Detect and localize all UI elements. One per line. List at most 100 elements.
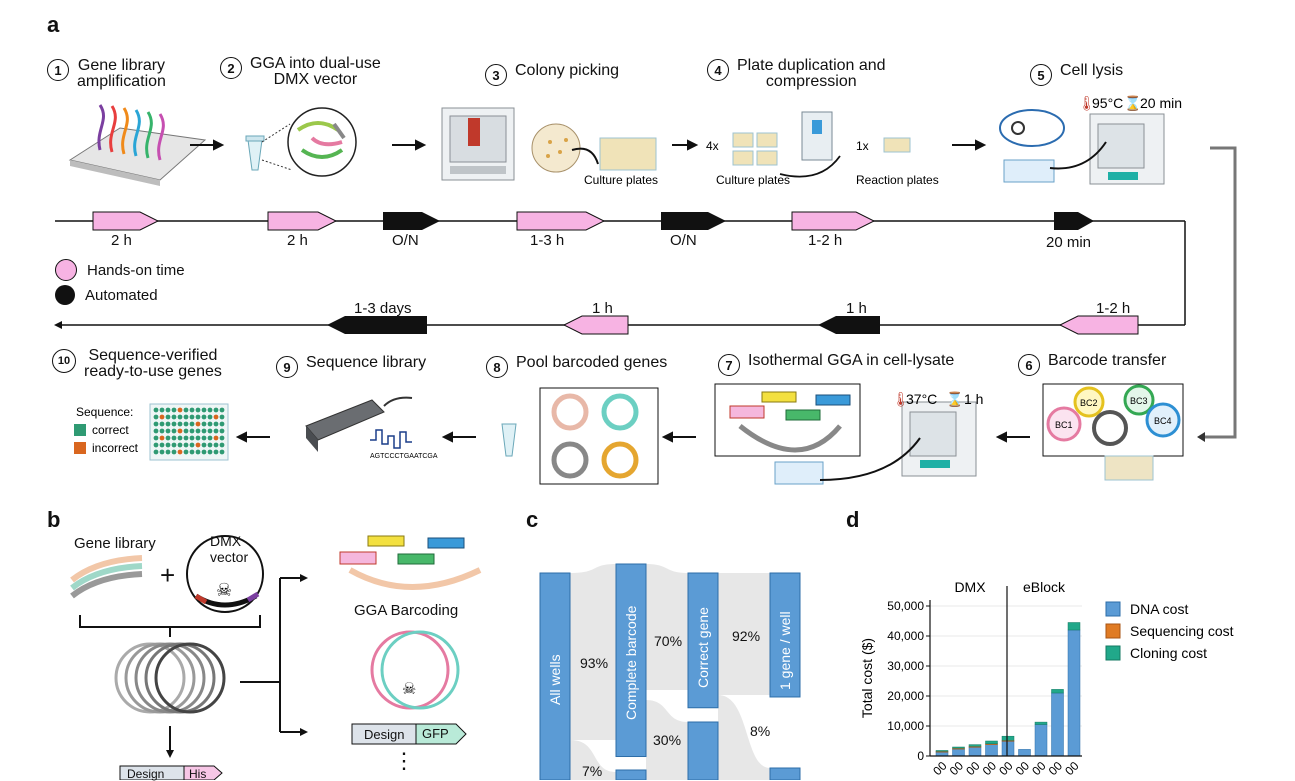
node-label-correct-gene: Correct gene [695, 607, 711, 688]
plate-well [213, 414, 219, 420]
plate-well [165, 407, 171, 413]
plate-well [153, 428, 159, 434]
step-title: GGA into dual-use [250, 55, 381, 72]
plate-well [213, 435, 219, 441]
dmx-label-line1: DMX [210, 533, 242, 549]
plate-well [183, 428, 189, 434]
step-number: 10 [52, 349, 76, 373]
step-number: 5 [1030, 64, 1052, 86]
step-number: 6 [1018, 354, 1040, 376]
plate-well [195, 421, 201, 427]
plate-well [153, 449, 159, 455]
plate-well [153, 421, 159, 427]
plate-well [207, 435, 213, 441]
plate-well [171, 428, 177, 434]
legend-swatch-sequencing [1105, 623, 1121, 639]
step-title: Sequence library [306, 354, 427, 371]
plate-well [201, 407, 207, 413]
culture-plates-label-4: Culture plates [716, 173, 790, 187]
hands-on-dot [55, 259, 77, 281]
plate-well [153, 414, 159, 420]
flow-label-70: 70% [654, 633, 682, 649]
x-tick-label: 00 [1062, 759, 1082, 779]
sankey-node-lost-gene [687, 721, 719, 780]
plate-well [177, 449, 183, 455]
flow-label-8: 8% [750, 723, 770, 739]
plate-well [219, 428, 225, 434]
legend-label-sequencing: Sequencing cost [1130, 623, 1234, 639]
sequencer-illustration [305, 396, 413, 452]
plate-duplication-illustration [732, 111, 911, 178]
step-title: Colony picking [515, 62, 620, 79]
step-8: 8 Pool barcoded genes [486, 355, 667, 378]
plate-well [189, 407, 195, 413]
step-6: 6 Barcode transfer [1018, 353, 1166, 376]
design-label-1: Design [364, 727, 405, 742]
y-tick-label: 30,000 [887, 659, 924, 673]
plate-well [177, 407, 183, 413]
panel-b-illustration: ☠ ☠ [70, 535, 482, 780]
plate-well [165, 421, 171, 427]
plate-well [195, 442, 201, 448]
sankey-node-lost-barcode [615, 769, 647, 780]
plate-well [171, 442, 177, 448]
timeline-bottom-segments [327, 315, 1139, 335]
plate-well [189, 449, 195, 455]
plate-well [177, 435, 183, 441]
dmx-vector-label: DMX vector [210, 533, 248, 565]
plate-well [219, 421, 225, 427]
plate-well [165, 435, 171, 441]
time-label: 2 h [111, 232, 132, 249]
bar-segment [985, 740, 998, 744]
plate-well [159, 435, 165, 441]
multiplier-1x: 1x [856, 139, 869, 153]
bar-segment [952, 746, 965, 749]
workflow-illustration: Culture plates 4x 1x Culture plates Reac… [54, 95, 1237, 485]
step-subtitle: DMX vector [273, 71, 358, 88]
plate-well [213, 428, 219, 434]
plate-well [207, 414, 213, 420]
step-7: 7 Isothermal GGA in cell-lysate [718, 353, 954, 376]
skull-icon: ☠ [216, 580, 232, 600]
gga-temp: 37°C [906, 391, 937, 407]
thermometer-icon: 🌡 [1078, 95, 1096, 111]
plate-well [183, 449, 189, 455]
sankey-node-one-gene-per-well [769, 572, 801, 698]
reaction-plates-label: Reaction plates [856, 173, 939, 187]
plate-well [153, 435, 159, 441]
plate-well [189, 421, 195, 427]
bar-segment [1067, 622, 1081, 631]
chart-legend: DNA cost Sequencing cost Cloning cost [1105, 601, 1234, 661]
time-label: 20 min [1046, 234, 1092, 251]
sequence-legend-title: Sequence: [76, 405, 133, 419]
gfp-tag-label: GFP [422, 726, 449, 741]
flow-label-7: 7% [582, 763, 602, 779]
step-subtitle: amplification [77, 73, 166, 90]
bar-segment [952, 748, 965, 757]
step-5: 5 Cell lysis [1030, 63, 1123, 86]
step-title: Gene library [77, 57, 166, 74]
legend-label-cloning: Cloning cost [1130, 645, 1207, 661]
step-title: Isothermal GGA in cell-lysate [748, 352, 955, 369]
legend-hands-on: Hands-on time [55, 259, 185, 281]
correct-swatch [74, 424, 86, 436]
plate-well [159, 442, 165, 448]
bar-segment [1034, 724, 1048, 757]
plate-well [183, 407, 189, 413]
incorrect-label: incorrect [92, 441, 139, 455]
step-title: Sequence-verified [88, 347, 218, 364]
plate-well [189, 442, 195, 448]
plate-well [201, 449, 207, 455]
time-label: 1 h [846, 300, 867, 317]
plate-well [207, 449, 213, 455]
bar-segment [1018, 749, 1031, 757]
sequenced-plate [149, 403, 229, 461]
plate-well [165, 428, 171, 434]
hourglass-icon: ⌛ [1124, 95, 1141, 112]
group-label-dmx: DMX [954, 579, 986, 595]
step-subtitle: compression [765, 73, 857, 90]
